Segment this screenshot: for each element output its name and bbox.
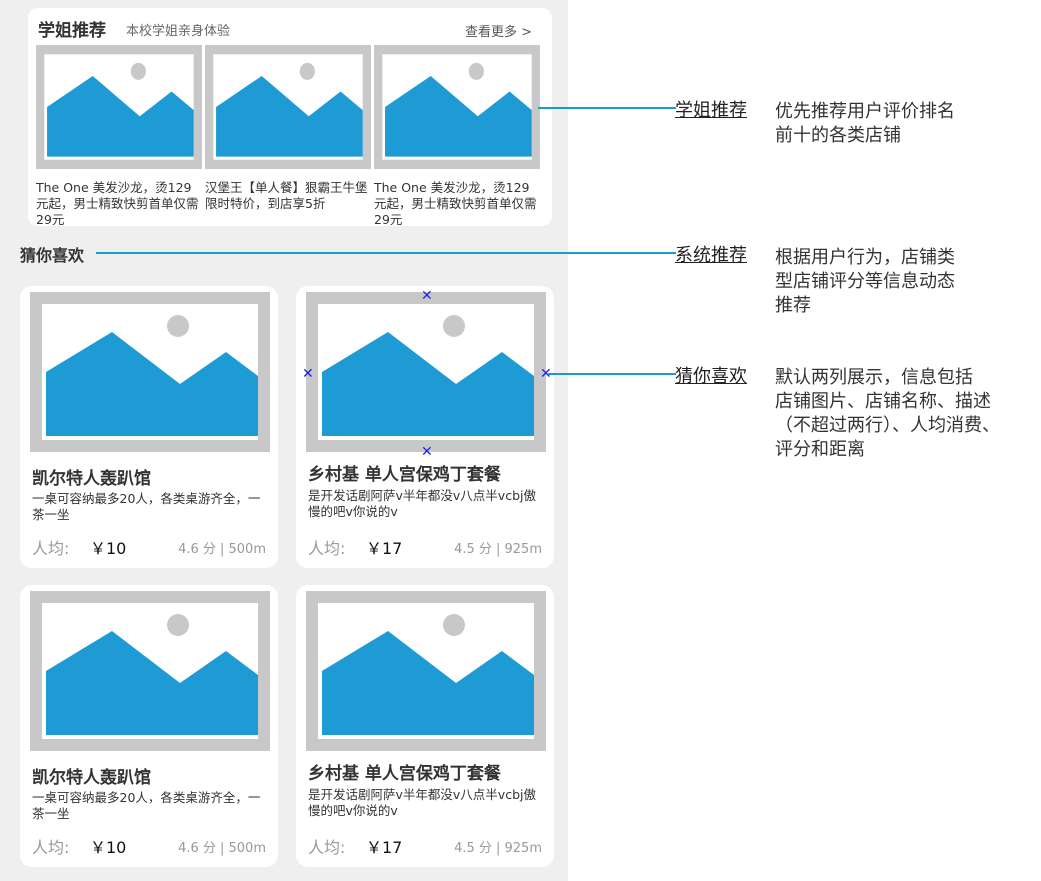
shop-name: 凯尔特人轰趴馆	[32, 768, 151, 788]
senior-item-desc: The One 美发沙龙，烫129元起，男士精致快剪首单仅需29元	[36, 180, 199, 227]
shop-price: ￥17	[366, 838, 403, 857]
image-placeholder-icon	[205, 45, 371, 169]
image-placeholder-icon	[30, 591, 270, 751]
x-marker-icon: ✕	[302, 366, 314, 382]
shop-price: ￥10	[90, 838, 127, 857]
shop-name: 乡村基 单人宫保鸡丁套餐	[308, 465, 501, 485]
shop-name: 乡村基 单人宫保鸡丁套餐	[308, 764, 501, 784]
shop-desc: 是开发话剧阿萨v半年都没v八点半vcbj傲慢的吧v你说的v	[308, 488, 536, 519]
annotation-text: 根据用户行为，店铺类 型店铺评分等信息动态 推荐	[775, 247, 955, 316]
shop-desc: 一桌可容纳最多20人，各类桌游齐全，一茶一坐	[32, 790, 261, 821]
rating-distance: 4.6 分 | 500m	[178, 542, 266, 557]
price-label: 人均:	[32, 838, 70, 857]
app-screen: 学姐推荐 本校学姐亲身体验 查看更多 > The One 美发沙龙，烫129元起…	[0, 0, 568, 881]
image-placeholder-icon	[30, 292, 270, 452]
annotation-text: 优先推荐用户评价排名 前十的各类店铺	[775, 101, 955, 146]
senior-recommend-section: 学姐推荐 本校学姐亲身体验 查看更多 > The One 美发沙龙，烫129元起…	[28, 8, 552, 227]
x-marker-icon: ✕	[421, 288, 433, 304]
price-label: 人均:	[308, 539, 346, 558]
image-placeholder-icon	[374, 45, 540, 169]
shop-card[interactable]: 凯尔特人轰趴馆 一桌可容纳最多20人，各类桌游齐全，一茶一坐 人均: ￥10 4…	[20, 286, 278, 568]
annotation-label: 系统推荐	[675, 245, 747, 266]
image-placeholder-icon	[306, 292, 546, 452]
section-title: 学姐推荐	[38, 21, 106, 41]
x-marker-icon: ✕	[421, 444, 433, 460]
shop-price: ￥10	[90, 539, 127, 558]
image-placeholder-icon	[36, 45, 202, 169]
section-subtitle: 本校学姐亲身体验	[126, 24, 231, 39]
rating-distance: 4.5 分 | 925m	[454, 542, 542, 557]
shop-card[interactable]: 凯尔特人轰趴馆 一桌可容纳最多20人，各类桌游齐全，一茶一坐 人均: ￥10 4…	[20, 585, 278, 867]
annotation-line	[538, 107, 676, 109]
shop-name: 凯尔特人轰趴馆	[32, 469, 151, 489]
guess-title: 猜你喜欢	[20, 246, 85, 265]
annotation-text: 默认两列展示，信息包括 店铺图片、店铺名称、描述 （不超过两行）、人均消费、 评…	[775, 367, 1000, 460]
annotation-label: 学姐推荐	[675, 100, 747, 121]
shop-card[interactable]: 乡村基 单人宫保鸡丁套餐 是开发话剧阿萨v半年都没v八点半vcbj傲慢的吧v你说…	[296, 585, 554, 867]
image-placeholder-icon	[306, 591, 546, 751]
annotation-line	[96, 252, 676, 254]
price-label: 人均:	[32, 539, 70, 558]
annotation-line	[548, 373, 676, 375]
senior-item[interactable]: The One 美发沙龙，烫129元起，男士精致快剪首单仅需29元	[36, 45, 202, 227]
view-more-link[interactable]: 查看更多 >	[464, 25, 532, 40]
rating-distance: 4.6 分 | 500m	[178, 841, 266, 856]
shop-desc: 是开发话剧阿萨v半年都没v八点半vcbj傲慢的吧v你说的v	[308, 787, 536, 818]
x-marker-icon: ✕	[540, 366, 552, 382]
shop-desc: 一桌可容纳最多20人，各类桌游齐全，一茶一坐	[32, 491, 261, 522]
shop-card[interactable]: 乡村基 单人宫保鸡丁套餐 是开发话剧阿萨v半年都没v八点半vcbj傲慢的吧v你说…	[296, 286, 554, 568]
rating-distance: 4.5 分 | 925m	[454, 841, 542, 856]
senior-item[interactable]: 汉堡王【单人餐】狠霸王牛堡限时特价，到店享5折	[205, 45, 371, 211]
price-label: 人均:	[308, 838, 346, 857]
senior-item-desc: The One 美发沙龙，烫129元起，男士精致快剪首单仅需29元	[374, 180, 537, 227]
senior-item[interactable]: The One 美发沙龙，烫129元起，男士精致快剪首单仅需29元	[374, 45, 540, 227]
shop-price: ￥17	[366, 539, 403, 558]
annotation-label: 猜你喜欢	[675, 366, 747, 387]
senior-item-desc: 汉堡王【单人餐】狠霸王牛堡限时特价，到店享5折	[205, 180, 368, 211]
